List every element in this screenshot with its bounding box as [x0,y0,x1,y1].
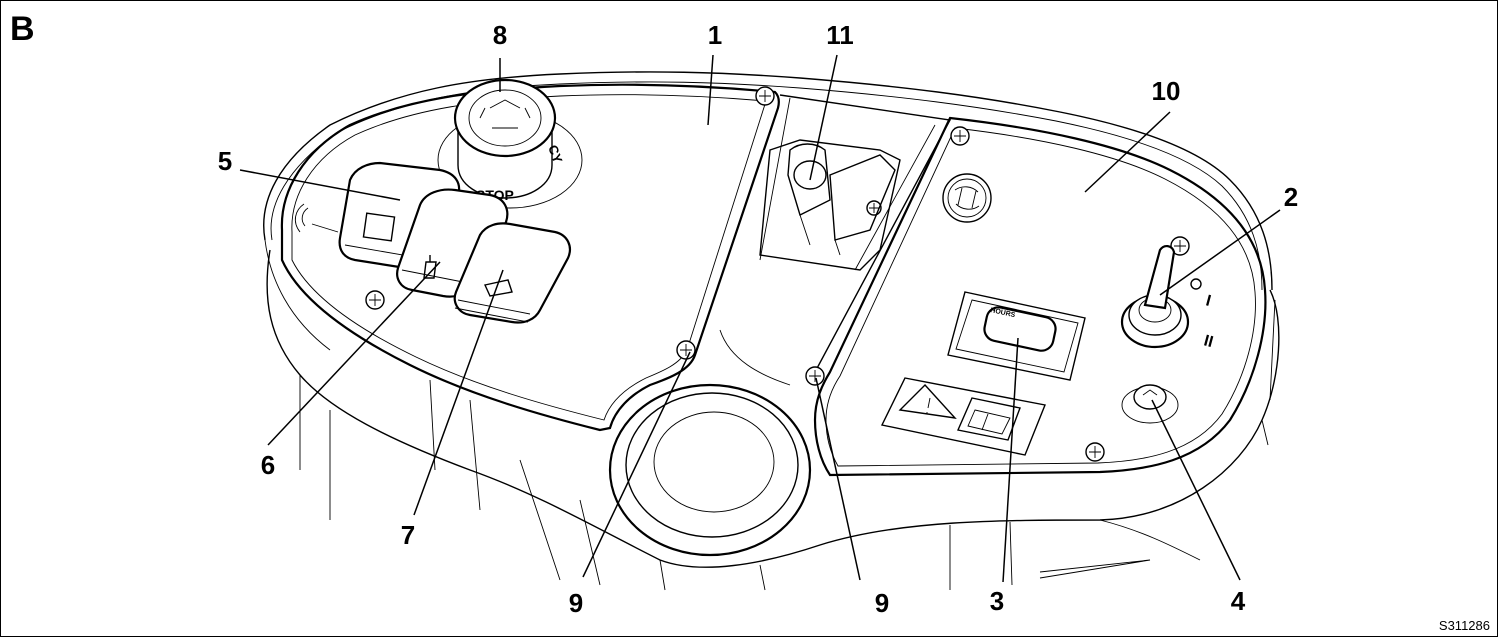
ignition-key [1143,245,1176,310]
rocker-switch-7 [453,222,572,324]
machine-body [266,249,1280,591]
right-control-plate [813,116,1267,477]
callout-3: 3 [990,586,1004,616]
callout-9b: 9 [875,588,889,618]
callout-8: 8 [493,20,507,50]
screw-4 [805,366,825,386]
callout-7: 7 [401,520,415,550]
leader-lines [239,54,1281,583]
hour-meter: HOURS [947,291,1086,381]
screw-2 [755,86,775,106]
horn-button [1121,384,1179,424]
warning-triangle-icon [898,383,957,419]
panel-letter: B [10,10,35,48]
brand-logo-icon [942,173,992,223]
callout-6: 6 [261,450,275,480]
emergency-text: CY [545,143,565,165]
key-position-1: I [1204,292,1213,310]
screw-6 [1170,236,1190,256]
callout-4: 4 [1231,586,1246,616]
emergency-stop-button: STOP CY [437,78,583,209]
callout-11: 11 [826,20,854,50]
callout-1: 1 [708,20,722,50]
key-position-2: II [1202,332,1215,351]
warning-decal [880,377,1046,456]
manual-book-icon [957,397,1021,441]
callout-10: 10 [1152,76,1181,106]
figure-code: S311286 [1439,618,1490,633]
horn-symbol-icon [294,203,339,233]
callout-labels: 1 2 3 4 5 6 7 8 9 9 10 11 [218,20,1298,618]
callout-5: 5 [218,146,232,176]
cup-holder [608,383,812,557]
callout-2: 2 [1284,182,1298,212]
screw-1 [365,290,385,310]
panel-outline [263,71,1273,351]
screw-7 [1085,442,1105,462]
screw-5 [950,126,970,146]
callout-9a: 9 [569,588,583,618]
screw-3 [676,340,696,360]
key-switch: I II [1120,245,1215,351]
